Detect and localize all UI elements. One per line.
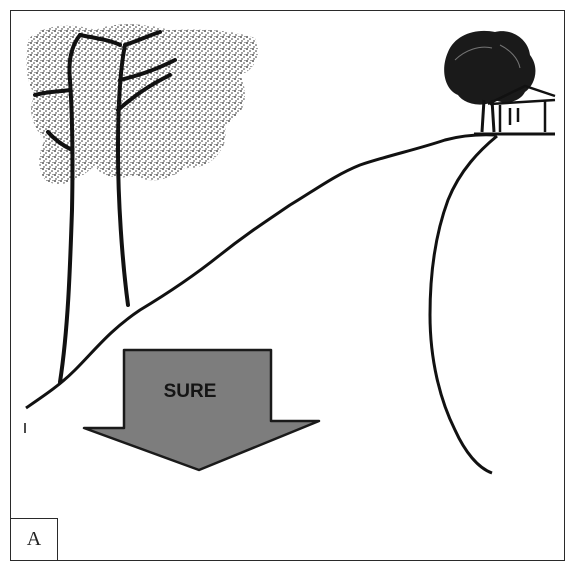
arrow-label: SURE	[164, 381, 217, 402]
hill-slope-line	[25, 133, 496, 410]
panel-label: A	[26, 528, 42, 550]
sure-arrow: SURE	[82, 348, 321, 472]
slip-surface-line	[428, 134, 498, 475]
house	[487, 84, 556, 132]
tree-right	[444, 30, 536, 133]
panel-label-box: A	[10, 518, 58, 561]
tree-left-trunk	[33, 30, 177, 384]
tree-left-foliage	[26, 24, 258, 185]
